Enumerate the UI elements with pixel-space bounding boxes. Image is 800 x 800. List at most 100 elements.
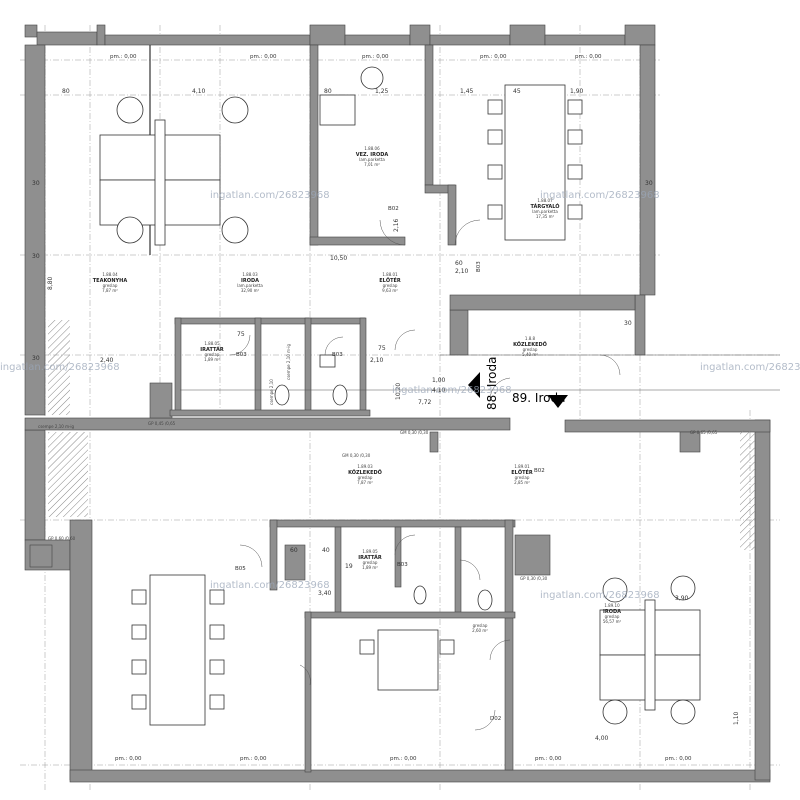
svg-text:greslap: greslap <box>205 352 220 357</box>
office-label-89: 89. Iroda <box>512 391 565 405</box>
svg-text:32,90 m²: 32,90 m² <box>241 288 260 293</box>
pm-label: pm.: 0,00 <box>480 54 507 60</box>
dimension: 2,40 <box>100 357 114 364</box>
door-code: B02 <box>534 468 545 474</box>
svg-text:greslap: greslap <box>363 560 378 565</box>
svg-text:greslap: greslap <box>358 475 373 480</box>
tile-note: csempe 2,10 m-ig <box>38 424 75 429</box>
watermark: ingatlan.com/26823968 <box>210 580 330 591</box>
desk-89-mid <box>359 629 455 691</box>
dimension: 60 <box>455 260 463 267</box>
dimension: 40 <box>322 547 330 554</box>
tile-note: csempe 2,10 <box>269 379 274 405</box>
svg-text:17,35 m²: 17,35 m² <box>536 214 555 219</box>
svg-text:1.8.8: 1.8.8 <box>525 336 536 341</box>
svg-text:7,87 m²: 7,87 m² <box>102 288 118 293</box>
svg-text:1,89 m²: 1,89 m² <box>204 357 220 362</box>
svg-text:VEZ. IRODA: VEZ. IRODA <box>356 152 389 158</box>
dimension: 10,50 <box>330 255 347 262</box>
svg-text:greslap: greslap <box>103 283 118 288</box>
svg-text:1,89 m²: 1,89 m² <box>362 565 378 570</box>
svg-text:IRATTÁR: IRATTÁR <box>358 554 382 561</box>
dimension: 1,90 <box>570 88 584 95</box>
svg-text:1.88.01: 1.88.01 <box>382 272 398 277</box>
door-code: B02 <box>388 206 399 212</box>
dimension: 45 <box>513 88 521 95</box>
pm-label: pm.: 0,00 <box>575 54 602 60</box>
room-label-irattar-89: 1.89.05 IRATTÁR greslap 1,89 m² <box>358 549 382 570</box>
svg-text:9,63 m²: 9,63 m² <box>382 288 398 293</box>
room-label-vez-iroda: 1.88.06 VEZ. IRODA lam.parketta 7,01 m² <box>356 146 389 167</box>
door-code: B03 <box>236 352 247 358</box>
svg-text:7,01 m²: 7,01 m² <box>364 162 380 167</box>
svg-text:2,85 m²: 2,85 m² <box>514 480 530 485</box>
dimension: 1,10 <box>733 711 740 725</box>
dimension: 1,00 <box>432 377 446 384</box>
dimension: 3,40 <box>318 590 332 597</box>
svg-text:1.88.04: 1.88.04 <box>102 272 118 277</box>
dimension: 1,45 <box>460 88 474 95</box>
dimension: 30 <box>32 180 40 187</box>
pm-label: pm.: 0,00 <box>115 756 142 762</box>
dimension: 75 <box>378 345 386 352</box>
dimension: 30 <box>645 180 653 187</box>
gp-note: GP 0,60 /0,60 <box>48 536 76 541</box>
svg-text:lam.parketta: lam.parketta <box>532 209 558 214</box>
vez-iroda-desk <box>319 66 384 126</box>
dimension: 75 <box>237 331 245 338</box>
svg-text:greslap: greslap <box>383 283 398 288</box>
gp-note: GM 0,30 /0,30 <box>342 453 371 458</box>
svg-text:1.88.06: 1.88.06 <box>364 146 380 151</box>
svg-text:TÁRGYALÓ: TÁRGYALÓ <box>530 203 559 210</box>
room-label-eloter-88: 1.88.01 ELŐTÉR greslap 9,63 m² <box>379 272 401 293</box>
svg-text:IRODA: IRODA <box>241 278 259 284</box>
room-label-irattar-88: 1.88.05 IRATTÁR greslap 1,89 m² <box>200 341 224 362</box>
dimension: 4,00 <box>595 735 609 742</box>
pm-label: pm.: 0,00 <box>110 54 137 60</box>
watermark: ingatlan.com/26823968 <box>392 385 512 396</box>
door-code: B03 <box>332 352 343 358</box>
svg-text:greslap: greslap <box>523 347 538 352</box>
pm-label: pm.: 0,00 <box>535 756 562 762</box>
hatch-left-88 <box>48 320 70 415</box>
room-label-eloter-89: 1.89.01 ELŐTÉR greslap 2,85 m² <box>511 464 533 485</box>
room-label-wc-89: greslap 2,60 m² <box>472 623 488 633</box>
dimension: 30 <box>624 320 632 327</box>
pm-label: pm.: 0,00 <box>362 54 389 60</box>
dimension: 8,80 <box>47 276 54 290</box>
dimension: 10,20 <box>395 383 402 400</box>
watermark: ingatlan.com/26823968 <box>700 362 800 373</box>
door-code: D02 <box>490 716 501 722</box>
pm-label: pm.: 0,00 <box>665 756 692 762</box>
room-label-iroda-88: 1.88.03 IRODA lam.parketta 32,90 m² <box>237 272 263 293</box>
wc-fixtures-89 <box>413 585 493 611</box>
door-code: B03 <box>476 261 482 272</box>
dimension: 60 <box>290 547 298 554</box>
arrow-88-icon <box>468 372 480 398</box>
svg-text:lam.parketta: lam.parketta <box>359 157 385 162</box>
wc-fixtures-88 <box>274 354 348 406</box>
gp-note: GM 0,30 /0,30 <box>400 430 429 435</box>
room-label-targyalo: 1.88.07 TÁRGYALÓ lam.parketta 17,35 m² <box>530 198 559 219</box>
door-swings <box>229 219 621 731</box>
svg-text:lam.parketta: lam.parketta <box>237 283 263 288</box>
watermark: ingatlan.com/26823968 <box>0 362 120 373</box>
dimension: 30 <box>32 253 40 260</box>
svg-text:56,57 m²: 56,57 m² <box>603 619 622 624</box>
svg-text:5,40 m²: 5,40 m² <box>522 352 538 357</box>
pm-label: pm.: 0,00 <box>390 756 417 762</box>
svg-text:1.88.03: 1.88.03 <box>242 272 258 277</box>
svg-text:greslap: greslap <box>605 614 620 619</box>
svg-text:1.89.10: 1.89.10 <box>604 603 620 608</box>
svg-text:IRATTÁR: IRATTÁR <box>200 346 224 353</box>
svg-text:greslap: greslap <box>473 623 488 628</box>
workstation-cluster-88 <box>99 96 249 246</box>
outer-walls <box>24 24 771 783</box>
dimension: 7,72 <box>418 399 432 406</box>
svg-text:7,87 m²: 7,87 m² <box>357 480 373 485</box>
inner-walls-89 <box>269 431 551 773</box>
svg-text:2,60 m²: 2,60 m² <box>472 628 488 633</box>
svg-text:IRODA: IRODA <box>603 609 621 615</box>
watermark: ingatlan.com/26823968 <box>210 190 330 201</box>
